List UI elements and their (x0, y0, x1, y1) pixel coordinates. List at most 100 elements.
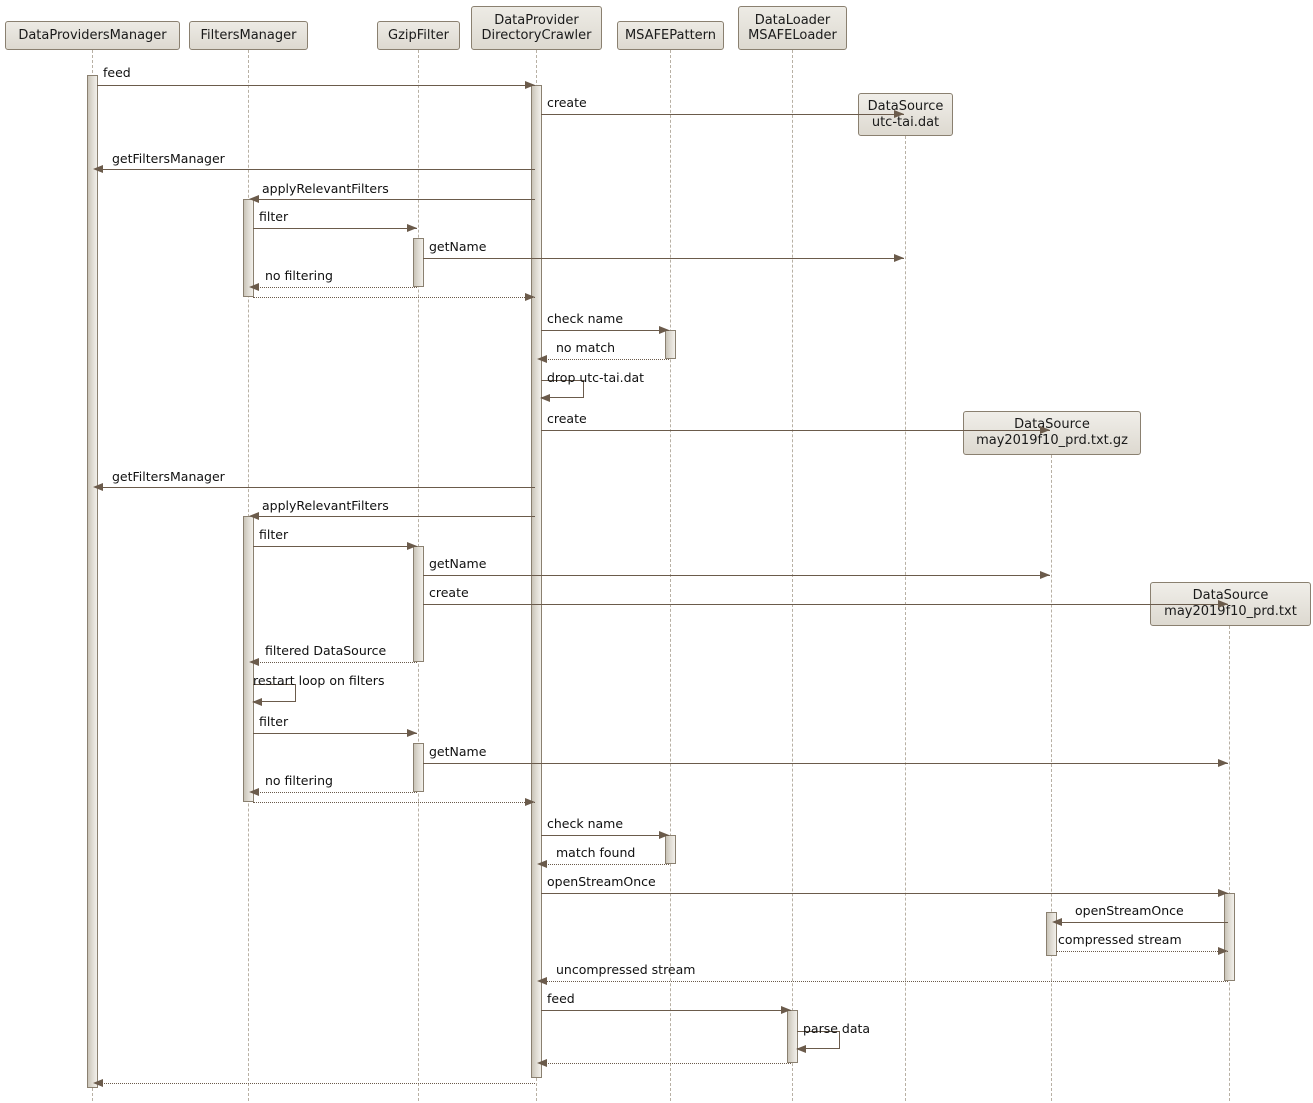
self-message-loop-fm (253, 684, 296, 702)
message-arrowhead-m23 (525, 798, 535, 806)
message-line-m02 (541, 114, 904, 115)
lifeline-ds_utctai (905, 136, 906, 1101)
created-object-label: utc-tai.dat (871, 114, 940, 130)
message-label-m15: filter (259, 527, 289, 542)
message-label-m28: compressed stream (1058, 932, 1182, 947)
participant-label: DataProvider (494, 13, 579, 28)
message-label-m04: applyRelevantFilters (262, 181, 389, 196)
message-line-m08 (253, 297, 535, 298)
message-label-m06: getName (429, 239, 487, 254)
message-line-m33 (97, 1083, 535, 1084)
message-label-m19: restart loop on filters (253, 673, 385, 688)
message-label-m03: getFiltersManager (112, 151, 225, 166)
message-line-m23 (253, 802, 535, 803)
activation-bar-msafep (665, 330, 676, 359)
created-object-label: may2019f10_prd.txt.gz (976, 433, 1128, 448)
message-label-m24: check name (547, 816, 624, 831)
participant-dpm[interactable]: DataProvidersManager (5, 21, 180, 50)
message-line-m14 (253, 516, 535, 517)
message-label-m01: feed (103, 65, 131, 80)
message-line-m24 (541, 835, 669, 836)
message-label-m07: no filtering (265, 268, 333, 283)
message-label-m18: filtered DataSource (265, 643, 387, 658)
message-line-m30 (541, 1010, 791, 1011)
message-line-m20 (253, 733, 417, 734)
message-line-m32 (541, 1063, 791, 1064)
message-label-m16: getName (429, 556, 487, 571)
message-line-m29 (541, 981, 1228, 982)
message-label-m30: feed (547, 991, 575, 1006)
message-label-m09: check name (547, 311, 624, 326)
message-line-m22 (253, 792, 417, 793)
participant-label: FiltersManager (200, 28, 297, 43)
activation-bar-crawler (531, 85, 542, 1078)
message-arrowhead-m32 (537, 1059, 547, 1067)
message-arrowhead-m10 (537, 355, 547, 363)
message-line-m25 (541, 864, 669, 865)
message-arrowhead-m06 (894, 254, 904, 262)
activation-bar-dpm (87, 75, 98, 1088)
message-label-m13: getFiltersManager (112, 469, 225, 484)
message-arrowhead-m20 (407, 729, 417, 737)
participant-label: GzipFilter (388, 28, 449, 43)
message-line-m27 (1056, 922, 1228, 923)
message-arrowhead-m25 (537, 860, 547, 868)
message-arrowhead-m08 (525, 293, 535, 301)
activation-bar-gzip (413, 238, 424, 287)
message-line-m07 (253, 287, 417, 288)
created-object-label: DataSource (1192, 588, 1269, 603)
message-line-m13 (97, 487, 535, 488)
created-object-label: DataSource (867, 98, 944, 114)
participant-fm[interactable]: FiltersManager (189, 21, 308, 50)
message-label-m17: create (429, 585, 469, 600)
message-label-m29: uncompressed stream (556, 962, 696, 977)
message-label-m21: getName (429, 744, 487, 759)
self-message-arrowhead (252, 698, 262, 706)
message-label-m27: openStreamOnce (1075, 903, 1184, 918)
message-arrowhead-m07 (249, 283, 259, 291)
participant-label: MSAFELoader (748, 28, 837, 43)
message-label-m22: no filtering (265, 773, 333, 788)
message-label-m05: filter (259, 209, 289, 224)
message-line-m15 (253, 546, 417, 547)
message-line-m12 (541, 430, 1050, 431)
message-arrowhead-m15 (407, 542, 417, 550)
message-arrowhead-m16 (1040, 571, 1050, 579)
participant-label: DataLoader (754, 13, 831, 28)
message-label-m10: no match (556, 340, 616, 355)
message-line-m17 (423, 604, 1228, 605)
message-arrowhead-m14 (249, 512, 259, 520)
participant-msafep[interactable]: MSAFEPattern (617, 21, 724, 50)
created-object-label: DataSource (1014, 417, 1090, 432)
message-arrowhead-m18 (249, 658, 259, 666)
message-label-m25: match found (556, 845, 636, 860)
created-object-label: may2019f10_prd.txt (1164, 604, 1297, 619)
lifeline-ds_gz (1051, 455, 1052, 1101)
message-arrowhead-m17 (1218, 600, 1228, 608)
message-arrowhead-m33 (93, 1079, 103, 1087)
activation-bar-ds_txt (1224, 893, 1235, 981)
message-line-m09 (541, 330, 669, 331)
lifeline-ds_txt (1229, 626, 1230, 1101)
participant-gzip[interactable]: GzipFilter (377, 21, 460, 50)
self-message-arrowhead (540, 394, 550, 402)
message-arrowhead-m30 (781, 1006, 791, 1014)
message-arrowhead-m29 (537, 977, 547, 985)
message-line-m26 (541, 893, 1228, 894)
message-label-m14: applyRelevantFilters (262, 498, 389, 513)
message-arrowhead-m01 (525, 81, 535, 89)
message-arrowhead-m21 (1218, 759, 1228, 767)
self-message-loop-loader (797, 1031, 840, 1049)
message-arrowhead-m03 (93, 165, 103, 173)
message-arrowhead-m12 (1040, 426, 1050, 434)
message-line-m03 (97, 169, 535, 170)
message-line-m18 (253, 662, 417, 663)
message-line-m16 (423, 575, 1050, 576)
self-message-arrowhead (796, 1045, 806, 1053)
message-line-m21 (423, 763, 1228, 764)
message-arrowhead-m13 (93, 483, 103, 491)
